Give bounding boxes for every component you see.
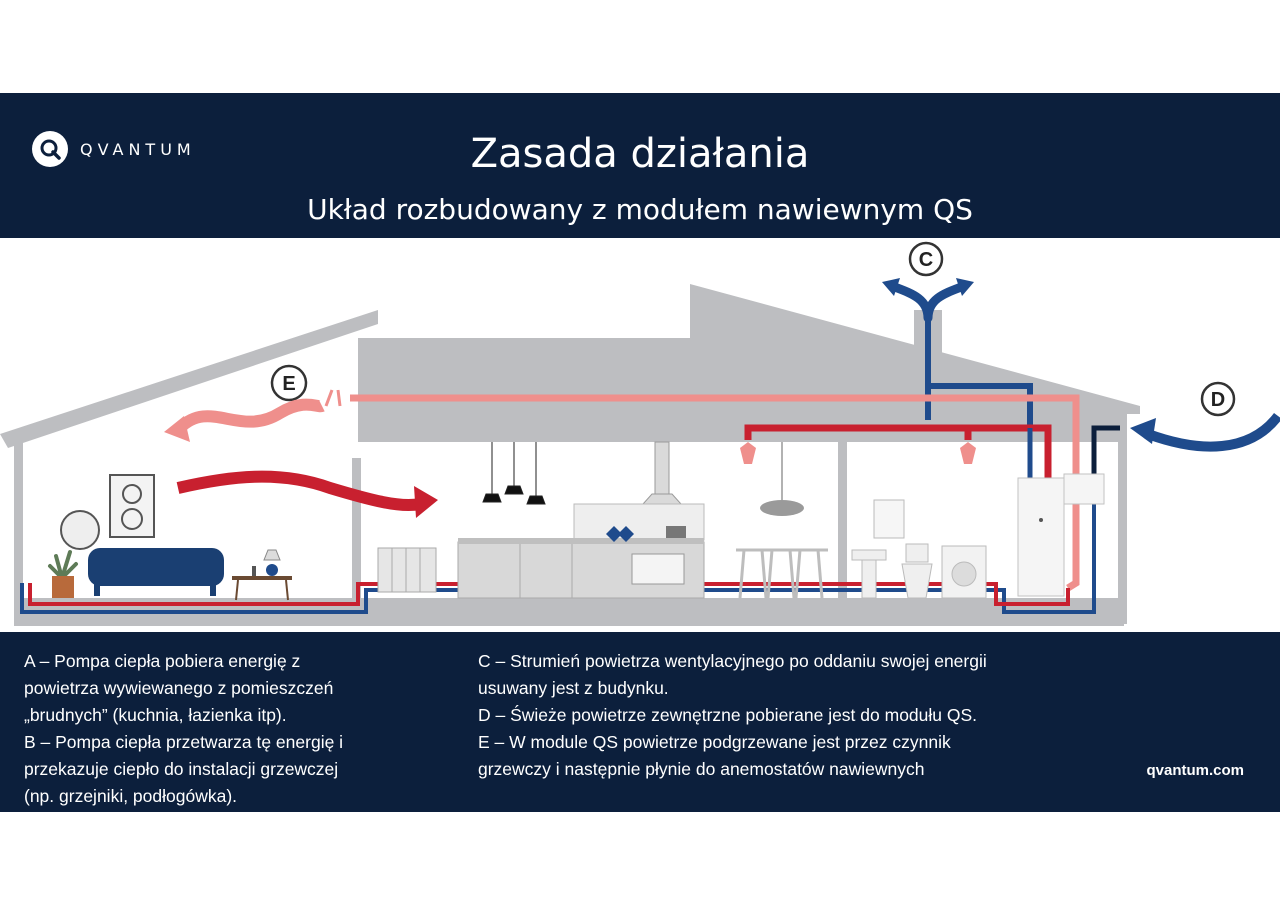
kitchen-icon xyxy=(457,503,705,599)
description-line: usuwany jest z budynku. xyxy=(478,678,669,698)
attic xyxy=(358,284,1140,438)
left-roof xyxy=(0,310,378,448)
wall-art-icon xyxy=(109,474,155,538)
warm-air-wave-upper xyxy=(175,398,325,433)
description-line: B – Pompa ciepła przetwarza tę energię i xyxy=(24,732,344,752)
page-subtitle: Układ rozbudowany z modułem nawiewnym QS xyxy=(307,193,973,226)
logo-text: QVANTUM xyxy=(80,139,196,159)
fresh-air-duct xyxy=(1091,425,1120,478)
pendant-lights-icon xyxy=(482,442,546,505)
magnifier-logo-icon xyxy=(32,131,68,167)
side-table-icon xyxy=(232,576,292,601)
fresh-air-arrow xyxy=(1146,412,1280,452)
air-diffuser-icon xyxy=(740,442,976,464)
mirror-icon xyxy=(60,510,100,550)
description-line: grzewczy i następnie płynie do anemostat… xyxy=(478,759,925,779)
qvantum-logo[interactable]: QVANTUM xyxy=(32,131,196,167)
website-link[interactable]: qvantum.com xyxy=(1146,762,1244,779)
footer-banner: A – Pompa ciepła pobiera energię z powie… xyxy=(0,632,1280,812)
diffuser-left xyxy=(324,389,342,407)
label-d-circle xyxy=(1200,381,1236,417)
warm-air-wave-lower xyxy=(176,470,422,512)
exhaust-duct xyxy=(925,316,1033,428)
heat-pump-unit-icon xyxy=(1017,477,1065,597)
bathroom-mirror-icon xyxy=(873,499,905,539)
supply-duct-lower xyxy=(744,424,1052,478)
description-line: „brudnych” (kuchnia, łazienka itp). xyxy=(24,705,287,725)
exhaust-arrowhead-right xyxy=(956,278,974,296)
radiator-icon xyxy=(377,547,437,593)
description-line: przekazuje ciepło do instalacji grzewcze… xyxy=(24,759,339,779)
qs-module-icon xyxy=(1063,473,1105,505)
plant-icon xyxy=(48,550,78,598)
description-line: D – Świeże powietrze zewnętrzne pobieran… xyxy=(478,705,978,725)
sofa-icon xyxy=(88,548,224,596)
description-line: C – Strumień powietrza wentylacyjnego po… xyxy=(478,651,987,671)
bar-stools-icon xyxy=(736,548,828,599)
header-banner xyxy=(0,93,1280,238)
label-c: C xyxy=(919,249,933,271)
label-c-circle xyxy=(908,241,944,277)
exhaust-arrows xyxy=(887,281,969,323)
house-diagram: C D E xyxy=(0,241,1280,626)
toilet-icon xyxy=(901,543,933,599)
wall-living-kitchen xyxy=(352,458,361,598)
description-line: A – Pompa ciepła pobiera energię z xyxy=(24,651,301,671)
description-line: powietrza wywiewanego z pomieszczeń xyxy=(24,678,334,698)
label-e-circle xyxy=(270,364,308,402)
description-line: E – W module QS powietrze podgrzewane je… xyxy=(478,732,951,752)
washing-machine-icon xyxy=(941,545,987,599)
sink-icon xyxy=(851,549,887,599)
lamp-icon xyxy=(252,549,281,576)
wall-kitchen-bath xyxy=(838,438,847,598)
warm-air-arrowhead-lower xyxy=(414,486,438,518)
fresh-air-arrowhead xyxy=(1130,418,1156,444)
ceiling-line xyxy=(358,436,1118,442)
warm-air-arrowhead-upper xyxy=(164,416,190,442)
description-left: A – Pompa ciepła pobiera energię z powie… xyxy=(24,648,444,810)
label-e: E xyxy=(282,373,295,395)
page-title: Zasada działania xyxy=(470,131,810,177)
range-hood-icon xyxy=(632,441,692,515)
dining-lamp-icon xyxy=(760,442,804,516)
description-line: (np. grzejniki, podłogówka). xyxy=(24,786,238,806)
right-wall xyxy=(1118,414,1127,624)
exhaust-arrowhead-left xyxy=(882,278,900,296)
label-d: D xyxy=(1211,389,1225,411)
description-right: C – Strumień powietrza wentylacyjnego po… xyxy=(478,648,1118,783)
left-wall xyxy=(14,443,23,603)
